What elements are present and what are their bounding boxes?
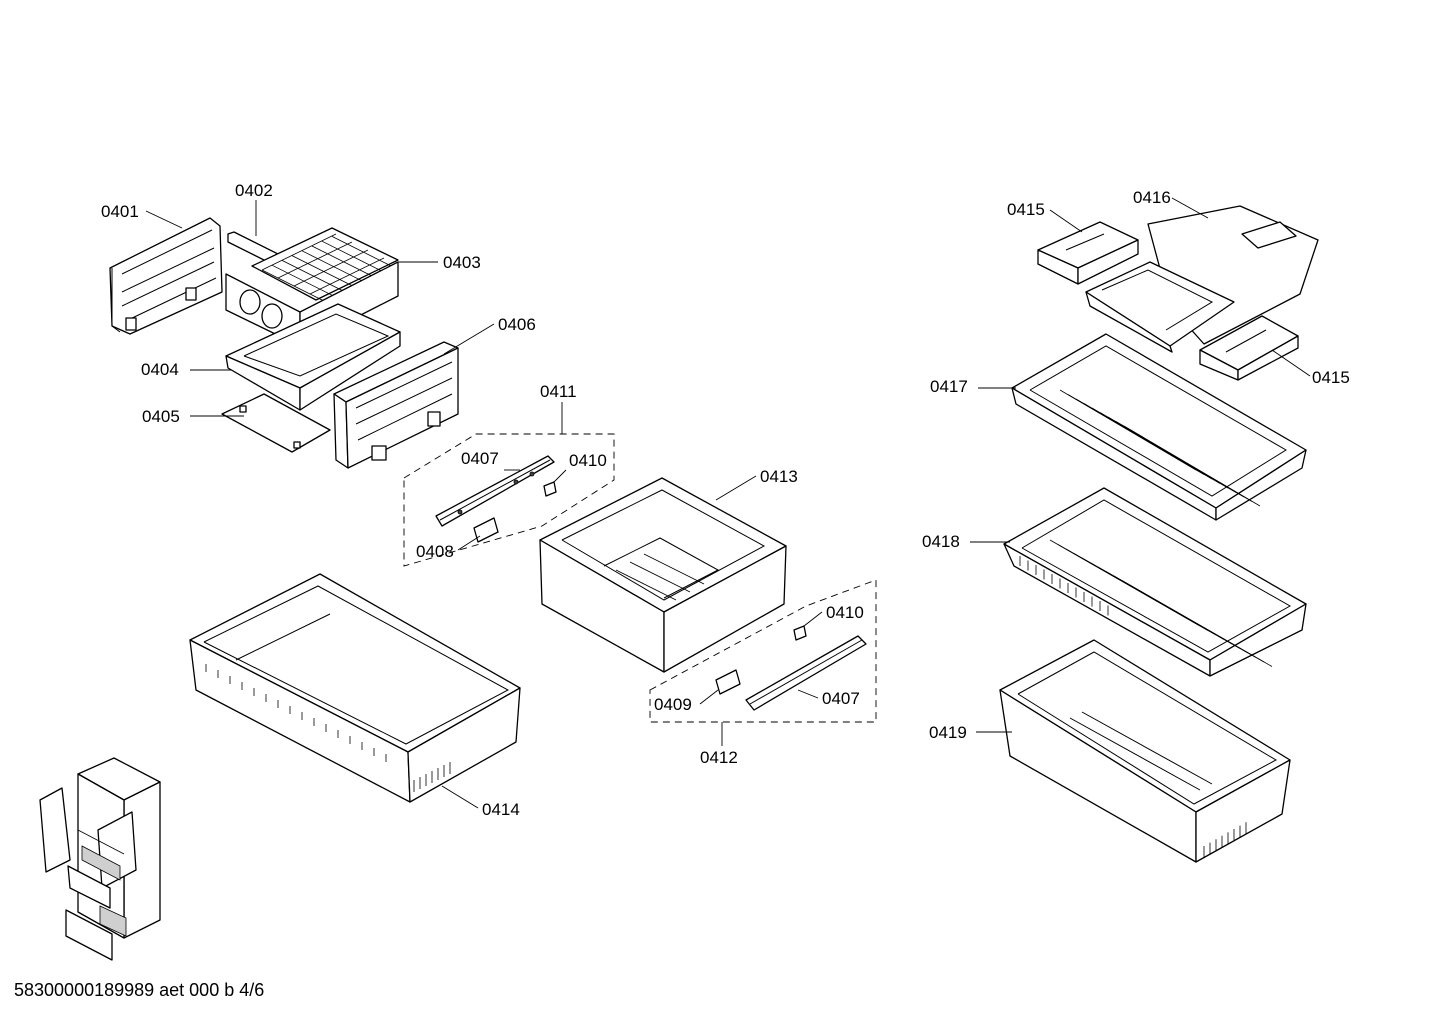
- part-0407-rail-lower: [745, 635, 867, 711]
- label-0412: 0412: [700, 748, 738, 767]
- label-0401: 0401: [101, 202, 139, 221]
- label-0408: 0408: [416, 542, 454, 561]
- label-0410-lower: 0410: [826, 603, 864, 622]
- label-0414: 0414: [482, 800, 520, 819]
- label-0416: 0416: [1133, 188, 1171, 207]
- label-0402: 0402: [235, 181, 273, 200]
- label-0418: 0418: [922, 532, 960, 551]
- part-0413-drawer: [539, 477, 787, 673]
- part-0414-large-bin: [189, 573, 521, 803]
- label-0417: 0417: [930, 377, 968, 396]
- leader-lines: [145, 197, 1311, 809]
- label-0405: 0405: [142, 407, 180, 426]
- part-0419-bottom-bin: [999, 639, 1291, 863]
- part-0405-cover-plate: [221, 393, 331, 453]
- part-0410-clip-upper: [543, 481, 557, 497]
- part-0407-rail-upper: [435, 455, 555, 527]
- part-0406-ice-maker-housing: [333, 341, 459, 469]
- label-0415-lower: 0415: [1312, 368, 1350, 387]
- part-0410-clip-lower: [793, 625, 807, 641]
- part-0404-ice-bin: [225, 303, 401, 411]
- part-0409-catch: [715, 669, 741, 695]
- appliance-overview-thumbnail: [39, 757, 161, 961]
- part-0415-lid-upper: [1037, 221, 1139, 285]
- group-0412-outline: [649, 579, 877, 723]
- part-0408-catch: [473, 517, 499, 543]
- document-code: 58300000189989 aet 000 b 4/6: [14, 980, 265, 1000]
- part-0417-divider-shelf: [1011, 333, 1307, 521]
- label-0419: 0419: [929, 723, 967, 742]
- part-0416-compartment: [1085, 205, 1319, 353]
- label-0404: 0404: [141, 360, 179, 379]
- label-0411: 0411: [540, 382, 577, 401]
- label-0403: 0403: [443, 253, 481, 272]
- label-0415-upper: 0415: [1007, 200, 1045, 219]
- group-0411-outline: [403, 433, 615, 567]
- label-0410-upper: 0410: [569, 451, 607, 470]
- label-0407-lower: 0407: [822, 689, 860, 708]
- label-0413: 0413: [760, 467, 798, 486]
- part-0415-lid-lower: [1199, 315, 1299, 381]
- part-0418-crisper-tray: [1003, 487, 1307, 677]
- part-0401-mounting-plate: [109, 217, 223, 335]
- label-0406: 0406: [498, 315, 536, 334]
- label-0407-upper: 0407: [461, 449, 499, 468]
- label-0409: 0409: [654, 695, 692, 714]
